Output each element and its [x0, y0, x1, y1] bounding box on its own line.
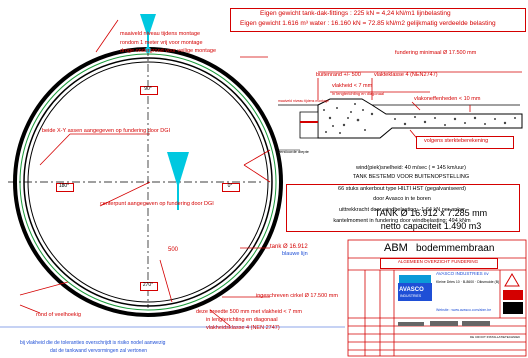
label-droge: droge ondergrond voor veilige montage [120, 48, 217, 54]
wind-line-6: kantelmoment in fundering door windbelas… [333, 218, 471, 224]
label-deze-breedte-3: vlakheidsklasse 4 (NEN 2747) [206, 325, 280, 331]
label-deze-breedte-1: deze breedte 500 mm met vlakheid < 7 mm [196, 309, 302, 315]
tank-thumbnails [398, 321, 490, 326]
label-maaiveld: maaiveld niveau tijdens montage [120, 31, 201, 37]
label-verstoorde: verstoorde diepte [278, 149, 309, 154]
title-drawing: DE CROOT INSTALLATIETECHNIEK [470, 335, 521, 339]
title-company: AVASCO INDUSTRIES nv [436, 271, 489, 276]
dimension-500 [159, 259, 173, 303]
leader-lines [19, 19, 271, 327]
volgens-box [416, 136, 514, 149]
angle-bottom [140, 282, 158, 291]
logo-mark [398, 275, 432, 301]
title-rest: bodemmembraan [416, 243, 495, 254]
label-ingeschreven: ingeschreven cirkel Ø 17.500 mm [256, 293, 338, 299]
label-tank-diam: tank Ø 16.912 [270, 244, 308, 250]
label-volgens: volgens sterkteberekening [424, 138, 489, 144]
loads-box [230, 8, 526, 32]
label-rond: rond of veelhoekig [36, 312, 81, 318]
label-vlakheid: vlakheid < 7 mm [332, 83, 373, 89]
label-500: 500 [168, 247, 179, 253]
logo-text: AVASCO [399, 287, 424, 293]
load-line-1: Eigen gewicht tank-dak-fittings : 225 kN… [260, 10, 451, 17]
label-vlakheid-sub: in lengterichting en diagonaal [332, 91, 385, 96]
title-address: Kleine Dries 10 · B-8600 · Diksmuide (B) [436, 280, 500, 284]
wind-line-5: uittrekkracht door windbelasting: -1,64 … [339, 207, 465, 213]
label-rondom: rondom 1 meter vrij voor montage [120, 40, 203, 46]
label-maaiveld-small: maaiveld niveau tijdens montage [278, 99, 329, 103]
angle-right-label: 0° [227, 183, 233, 189]
load-line-2: Eigen gewicht 1.616 m³ water : 16.160 kN… [240, 20, 496, 27]
label-buitenrand: buitenrand +/- 500 [316, 72, 361, 78]
tank-size: TANK Ø 16.912 x 7.285 mm [374, 208, 488, 218]
label-blauwe-lijn: blauwe lijn [282, 251, 308, 257]
wind-line-3: 66 stuks ankerbout type HILTI HST (gegal… [338, 186, 466, 192]
angle-left-label: 180° [58, 183, 70, 189]
title-abm: ABM [384, 242, 408, 254]
label-vlakteklasse: vlakteklasse 4 (NEN2747) [374, 72, 438, 78]
footnote-1: bij vlakheid die de toleranties overschr… [20, 340, 166, 346]
label-fundering-min: fundering minimaal Ø 17.500 mm [395, 50, 477, 56]
angle-left [56, 183, 74, 192]
angle-bottom-label: 270° [142, 282, 154, 288]
title-subtitle: ALGEMEEN OVERZICHT FUNDERING [397, 259, 479, 264]
angle-top [140, 86, 158, 95]
wind-line-1: wind(piek)snelheid: 40 m/sec ( = 145 km/… [356, 165, 466, 171]
anchor-box [286, 184, 520, 232]
label-centerpunt: centerpunt aangegeven op fundering door … [100, 201, 214, 207]
label-deze-breedte-2: in lengterichting en diagonaal [206, 317, 278, 323]
foundation-cross-section [278, 71, 523, 151]
title-website: Website : www.avasco.com/abm.be [436, 308, 492, 312]
wind-line-2: TANK BESTEMD VOOR BUITENOPSTELLING [352, 174, 470, 180]
wind-line-4: door Avasco in te boren [373, 196, 431, 202]
tank-capacity: netto capaciteit 1.490 m3 [380, 221, 482, 231]
logo-sub: INDUSTRIES [400, 294, 422, 298]
center-marker-icon [167, 152, 189, 210]
subtitle-box [380, 258, 498, 269]
label-xy-assen: beide X-Y assen aangegeven op fundering … [42, 128, 171, 134]
label-vlakoneffenheden: vlakoneffenheden < 10 mm [414, 96, 481, 102]
footnote-2: dat de tankwand vervormingen zal vertone… [50, 348, 148, 354]
level-marker-icon [140, 14, 156, 53]
warning-icons [503, 273, 523, 314]
angle-top-label: 90° [144, 86, 152, 92]
angle-right [222, 183, 240, 192]
